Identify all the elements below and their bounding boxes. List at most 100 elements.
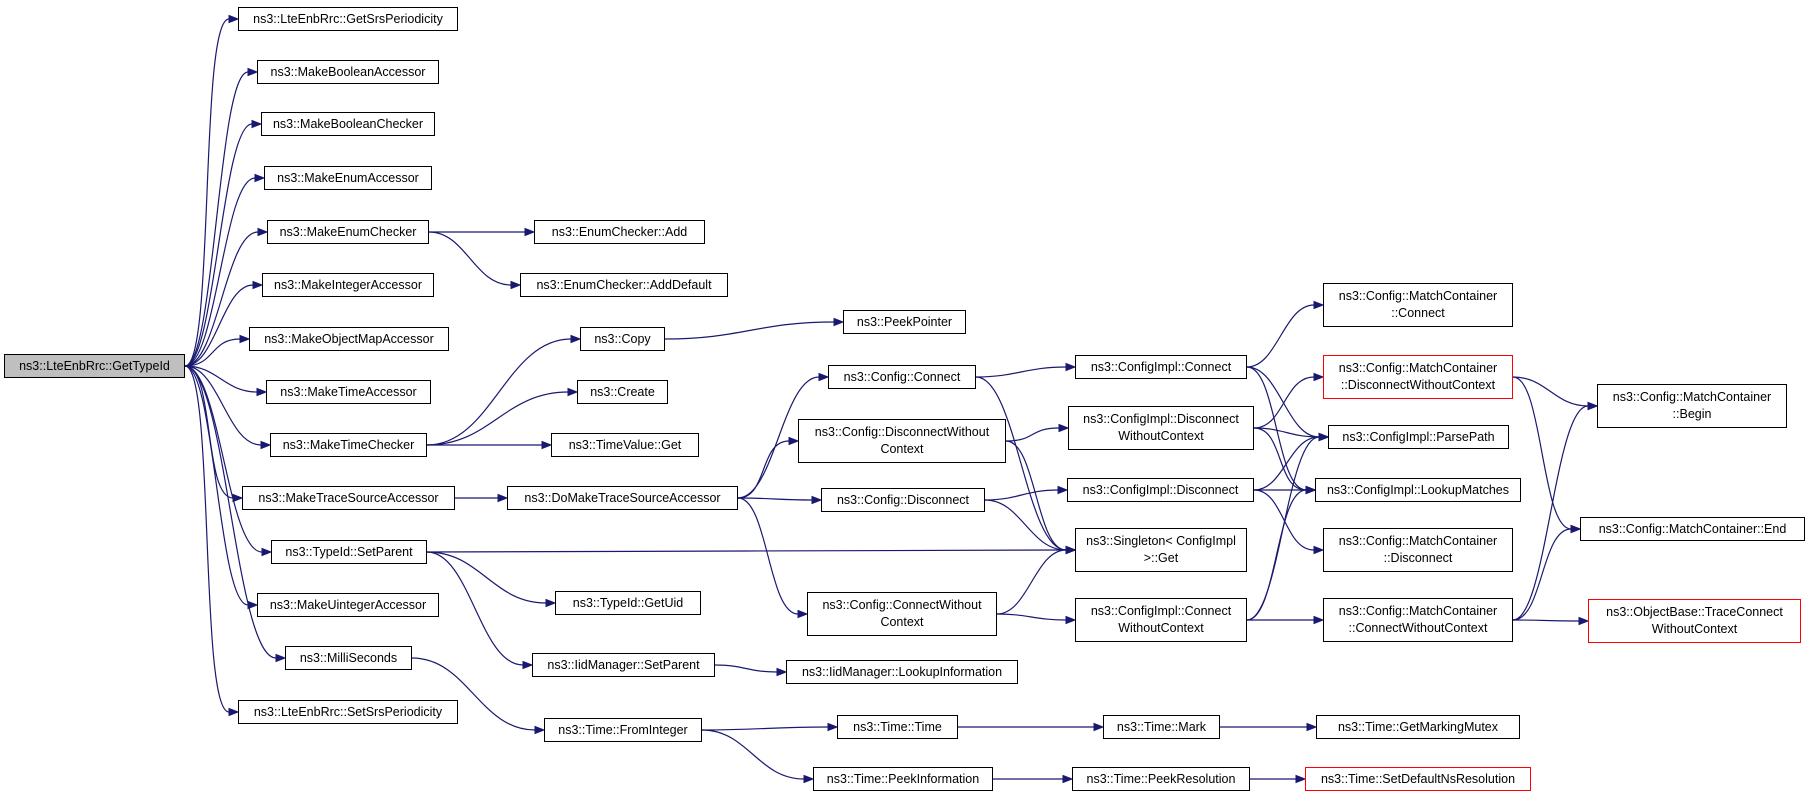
edge-configImplDisconnect-matchContainerDisconnect	[1253, 489, 1315, 551]
edge-root-typeIdSetParent	[184, 365, 263, 553]
node-time-peek-resolution[interactable]: ns3::Time::PeekResolution	[1072, 767, 1250, 791]
node-config-disconnect-without-context[interactable]: ns3::Config::DisconnectWithout Context	[798, 419, 1006, 463]
node-enum-checker-add[interactable]: ns3::EnumChecker::Add	[534, 220, 705, 244]
node-match-container-connect[interactable]: ns3::Config::MatchContainer ::Connect	[1323, 283, 1513, 327]
node-time-set-default-ns-resolution[interactable]: ns3::Time::SetDefaultNsResolution	[1305, 767, 1531, 791]
edge-arrowhead	[522, 660, 534, 670]
edge-arrowhead	[497, 493, 509, 503]
node-copy[interactable]: ns3::Copy	[580, 327, 665, 351]
node-time-time[interactable]: ns3::Time::Time	[837, 715, 958, 739]
node-config-impl-parse-path[interactable]: ns3::ConfigImpl::ParsePath	[1328, 425, 1509, 449]
edge-arrowhead	[524, 227, 536, 237]
edge-makeTimeChecker-copy	[426, 338, 572, 446]
edge-arrowhead	[1065, 545, 1077, 555]
edge-copy-peekPointer	[664, 321, 835, 340]
node-make-boolean-accessor[interactable]: ns3::MakeBooleanAccessor	[257, 60, 439, 84]
node-iid-manager-set-parent[interactable]: ns3::IidManager::SetParent	[532, 653, 715, 677]
edge-arrowhead	[260, 440, 272, 450]
node-match-container-end[interactable]: ns3::Config::MatchContainer::End	[1580, 517, 1805, 541]
edge-root-makeIntegerAccessor	[184, 284, 254, 367]
node-root-get-type-id[interactable]: ns3::LteEnbRrc::GetTypeId	[4, 354, 185, 378]
edge-matchContainerConnectWithoutContext-objectBaseTraceConnectWithoutContext	[1512, 619, 1580, 622]
node-singleton-get[interactable]: ns3::Singleton< ConfigImpl >::Get	[1075, 528, 1247, 572]
edge-arrowhead	[570, 334, 582, 344]
node-type-id-set-parent[interactable]: ns3::TypeId::SetParent	[271, 540, 427, 564]
node-milli-seconds[interactable]: ns3::MilliSeconds	[285, 646, 412, 670]
edge-arrowhead	[228, 14, 240, 24]
edge-arrowhead	[1093, 722, 1105, 732]
edge-root-makeBooleanAccessor	[184, 71, 249, 367]
node-config-connect[interactable]: ns3::Config::Connect	[828, 365, 976, 389]
node-make-time-accessor[interactable]: ns3::MakeTimeAccessor	[266, 380, 431, 404]
node-match-container-begin[interactable]: ns3::Config::MatchContainer ::Begin	[1597, 384, 1787, 428]
edge-arrowhead	[534, 725, 546, 735]
node-make-integer-accessor[interactable]: ns3::MakeIntegerAccessor	[262, 273, 434, 297]
node-make-trace-source-accessor[interactable]: ns3::MakeTraceSourceAccessor	[242, 486, 455, 510]
edge-root-setSrsPeriodicity	[184, 365, 230, 713]
edge-arrowhead	[1306, 722, 1318, 732]
node-set-srs-periodicity[interactable]: ns3::LteEnbRrc::SetSrsPeriodicity	[238, 700, 458, 724]
node-config-impl-disconnect-without-context[interactable]: ns3::ConfigImpl::Disconnect WithoutConte…	[1068, 406, 1254, 450]
edge-arrowhead	[1305, 485, 1317, 495]
edge-doMakeTraceSourceAccessor-configDisconnectWithoutContext	[737, 440, 790, 499]
edge-configDisconnectWithoutContext-configImplDisconnectWithoutContext	[1005, 427, 1060, 442]
edge-configDisconnectWithoutContext-singletonGet	[1005, 440, 1067, 551]
edge-arrowhead	[275, 653, 287, 663]
node-object-base-trace-connect-without-context[interactable]: ns3::ObjectBase::TraceConnect WithoutCon…	[1588, 599, 1801, 643]
node-time-value-get[interactable]: ns3::TimeValue::Get	[551, 433, 699, 457]
node-time-peek-information[interactable]: ns3::Time::PeekInformation	[813, 767, 993, 791]
node-config-disconnect[interactable]: ns3::Config::Disconnect	[821, 488, 985, 512]
node-make-enum-checker[interactable]: ns3::MakeEnumChecker	[267, 220, 429, 244]
node-make-object-map-accessor[interactable]: ns3::MakeObjectMapAccessor	[249, 327, 449, 351]
edge-matchContainerConnectWithoutContext-matchContainerBegin	[1512, 405, 1589, 621]
node-config-connect-without-context[interactable]: ns3::Config::ConnectWithout Context	[807, 592, 997, 636]
edge-configImplConnectWithoutContext-configImplLookupMatches	[1246, 489, 1307, 621]
edge-root-makeTimeAccessor	[184, 365, 258, 393]
edge-configImplDisconnect-configImplParsePath	[1253, 436, 1320, 491]
edge-root-makeObjectMapAccessor	[184, 338, 241, 367]
edge-configDisconnect-configImplDisconnect	[984, 489, 1059, 501]
node-config-impl-disconnect[interactable]: ns3::ConfigImpl::Disconnect	[1067, 478, 1254, 502]
edge-root-getSrsPeriodicity	[184, 18, 230, 367]
node-do-make-trace-source-accessor[interactable]: ns3::DoMakeTraceSourceAccessor	[507, 486, 738, 510]
node-match-container-connect-without-context[interactable]: ns3::Config::MatchContainer ::ConnectWit…	[1323, 598, 1513, 642]
node-make-time-checker[interactable]: ns3::MakeTimeChecker	[270, 433, 427, 457]
node-time-from-integer[interactable]: ns3::Time::FromInteger	[544, 718, 702, 742]
edge-timeFromInteger-timeTime	[701, 726, 829, 731]
edge-arrowhead	[247, 67, 259, 77]
node-create[interactable]: ns3::Create	[577, 380, 668, 404]
node-time-mark[interactable]: ns3::Time::Mark	[1103, 715, 1220, 739]
edge-doMakeTraceSourceAccessor-configDisconnect	[737, 497, 813, 501]
edge-arrowhead	[257, 227, 269, 237]
edge-arrowhead	[1065, 362, 1077, 372]
edge-arrowhead	[510, 280, 522, 290]
edge-configImplDisconnectWithoutContext-configImplParsePath	[1253, 427, 1320, 438]
edge-arrowhead	[1057, 485, 1069, 495]
node-match-container-disconnect-without-context[interactable]: ns3::Config::MatchContainer ::Disconnect…	[1323, 355, 1513, 399]
edge-arrowhead	[1318, 432, 1330, 442]
node-type-id-get-uid[interactable]: ns3::TypeId::GetUid	[555, 591, 701, 615]
node-get-srs-periodicity[interactable]: ns3::LteEnbRrc::GetSrsPeriodicity	[238, 7, 458, 31]
edge-arrowhead	[1313, 300, 1325, 310]
edge-arrowhead	[228, 707, 240, 717]
edge-arrowhead	[776, 667, 788, 677]
edge-configImplConnect-configImplLookupMatches	[1246, 366, 1307, 491]
node-iid-manager-lookup-information[interactable]: ns3::IidManager::LookupInformation	[786, 660, 1018, 684]
node-match-container-disconnect[interactable]: ns3::Config::MatchContainer ::Disconnect	[1323, 528, 1513, 572]
edge-arrowhead	[811, 495, 823, 505]
node-enum-checker-add-default[interactable]: ns3::EnumChecker::AddDefault	[520, 273, 728, 297]
edge-arrowhead	[261, 547, 273, 557]
node-config-impl-lookup-matches[interactable]: ns3::ConfigImpl::LookupMatches	[1315, 478, 1521, 502]
node-peek-pointer[interactable]: ns3::PeekPointer	[843, 310, 966, 334]
edge-arrowhead	[232, 493, 244, 503]
edge-configImplDisconnectWithoutContext-matchContainerDisconnectWithoutContext	[1253, 376, 1315, 429]
node-make-uinteger-accessor[interactable]: ns3::MakeUintegerAccessor	[257, 593, 439, 617]
node-config-impl-connect-without-context[interactable]: ns3::ConfigImpl::Connect WithoutContext	[1075, 598, 1247, 642]
node-make-boolean-checker[interactable]: ns3::MakeBooleanChecker	[261, 112, 435, 136]
node-config-impl-connect[interactable]: ns3::ConfigImpl::Connect	[1075, 355, 1247, 379]
edge-arrowhead	[256, 387, 268, 397]
edge-milliSeconds-timeFromInteger	[411, 657, 536, 731]
node-time-get-marking-mutex[interactable]: ns3::Time::GetMarkingMutex	[1316, 715, 1520, 739]
edge-makeTimeChecker-create	[426, 391, 569, 446]
node-make-enum-accessor[interactable]: ns3::MakeEnumAccessor	[264, 166, 432, 190]
